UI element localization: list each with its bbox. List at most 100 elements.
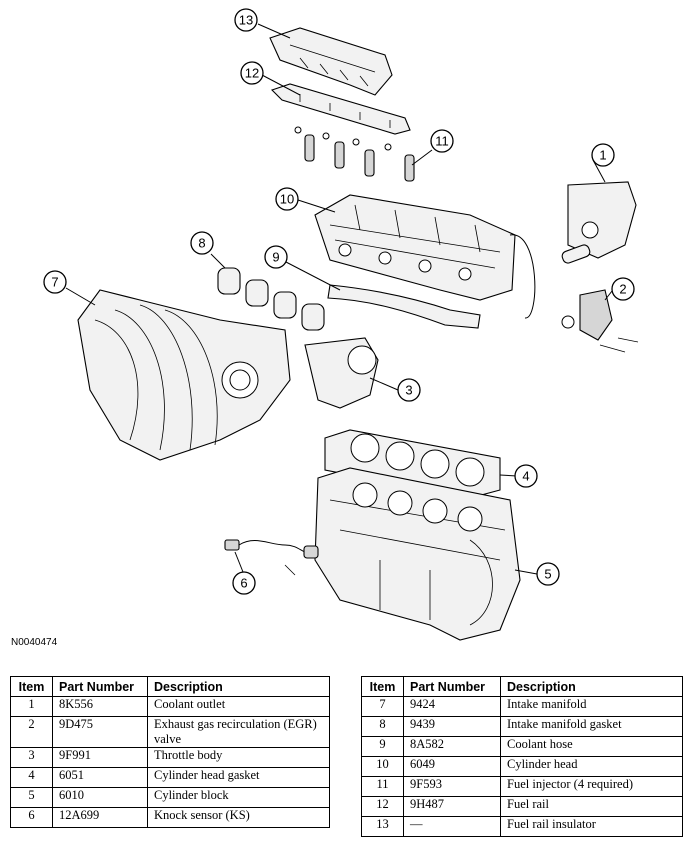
intake-manifold-drawing [77, 289, 291, 461]
cell-part-number: 9D475 [52, 716, 148, 748]
cell-item: 2 [10, 716, 53, 748]
cell-item: 1 [10, 696, 53, 717]
cell-description: Coolant hose [500, 736, 683, 757]
svg-text:3: 3 [405, 383, 412, 398]
cell-part-number: 8A582 [403, 736, 501, 757]
fuel-rail-drawing [270, 83, 411, 135]
callout-11: 11 [430, 129, 454, 153]
cell-part-number: — [403, 816, 501, 837]
callout-13: 13 [234, 8, 258, 32]
svg-text:13: 13 [239, 13, 253, 28]
callout-8: 8 [190, 231, 214, 255]
cell-part-number: 6010 [52, 787, 148, 808]
callout-7: 7 [43, 270, 67, 294]
fuel-injectors-drawing [294, 126, 415, 182]
cell-item: 8 [361, 716, 404, 737]
cell-description: Fuel injector (4 required) [500, 776, 683, 797]
callout-1: 1 [591, 143, 615, 167]
callout-2: 2 [611, 277, 635, 301]
cell-part-number: 9439 [403, 716, 501, 737]
cell-part-number: 9F991 [52, 747, 148, 768]
table-row: 13—Fuel rail insulator [361, 816, 683, 837]
throttle-body-drawing [304, 337, 379, 409]
cell-item: 11 [361, 776, 404, 797]
col-header-description: Description [147, 676, 330, 697]
callout-10: 10 [275, 187, 299, 211]
cell-item: 4 [10, 767, 53, 788]
col-header-item: Item [10, 676, 53, 697]
cylinder-head-gasket-drawing [324, 429, 501, 499]
cell-part-number: 6049 [403, 756, 501, 777]
cell-description: Throttle body [147, 747, 330, 768]
egr-valve-drawing [561, 289, 639, 353]
leader-lines [65, 23, 613, 575]
cell-part-number: 9F593 [403, 776, 501, 797]
cell-description: Fuel rail [500, 796, 683, 817]
fuel-rail-insulator-drawing [269, 27, 393, 96]
svg-text:11: 11 [435, 134, 449, 149]
exploded-engine-diagram: 13 12 11 10 1 2 8 9 7 3 4 5 6 [43, 8, 639, 641]
cell-item: 3 [10, 747, 53, 768]
cell-part-number: 6051 [52, 767, 148, 788]
cell-item: 6 [10, 807, 53, 828]
cell-description: Cylinder head [500, 756, 683, 777]
col-header-part-number: Part Number [403, 676, 501, 697]
callout-9: 9 [264, 245, 288, 269]
cell-description: Cylinder block [147, 787, 330, 808]
coolant-hose-drawing [327, 284, 481, 329]
svg-text:2: 2 [619, 282, 626, 297]
cell-description: Exhaust gas recirculation (EGR) valve [147, 716, 330, 748]
cell-part-number: 8K556 [52, 696, 148, 717]
cylinder-block-drawing [314, 467, 521, 641]
cell-part-number: 9424 [403, 696, 501, 717]
cell-part-number: 9H487 [403, 796, 501, 817]
svg-text:10: 10 [280, 192, 294, 207]
svg-text:12: 12 [245, 66, 259, 81]
cell-item: 10 [361, 756, 404, 777]
svg-text:4: 4 [522, 469, 529, 484]
col-header-item: Item [361, 676, 404, 697]
cylinder-head-drawing [314, 194, 516, 301]
callout-4: 4 [514, 464, 538, 488]
svg-text:5: 5 [544, 567, 551, 582]
svg-text:9: 9 [272, 250, 279, 265]
svg-text:1: 1 [599, 148, 606, 163]
callout-6: 6 [232, 571, 256, 595]
cell-item: 7 [361, 696, 404, 717]
cell-description: Fuel rail insulator [500, 816, 683, 837]
svg-text:8: 8 [198, 236, 205, 251]
coolant-outlet-drawing [509, 181, 637, 319]
col-header-description: Description [500, 676, 683, 697]
figure-id: N0040474 [11, 637, 58, 648]
cell-description: Intake manifold gasket [500, 716, 683, 737]
callout-5: 5 [536, 562, 560, 586]
table-header-row: Item Part Number Description [10, 676, 330, 697]
cell-description: Intake manifold [500, 696, 683, 717]
cell-item: 13 [361, 816, 404, 837]
cell-item: 12 [361, 796, 404, 817]
callout-3: 3 [397, 378, 421, 402]
intake-gaskets-drawing [217, 267, 325, 331]
cell-item: 5 [10, 787, 53, 808]
table-header-row: Item Part Number Description [361, 676, 683, 697]
svg-text:7: 7 [51, 275, 58, 290]
cell-part-number: 12A699 [52, 807, 148, 828]
svg-text:6: 6 [240, 576, 247, 591]
callout-12: 12 [240, 61, 264, 85]
knock-sensor-drawing [224, 539, 319, 576]
cell-description: Coolant outlet [147, 696, 330, 717]
cell-description: Cylinder head gasket [147, 767, 330, 788]
